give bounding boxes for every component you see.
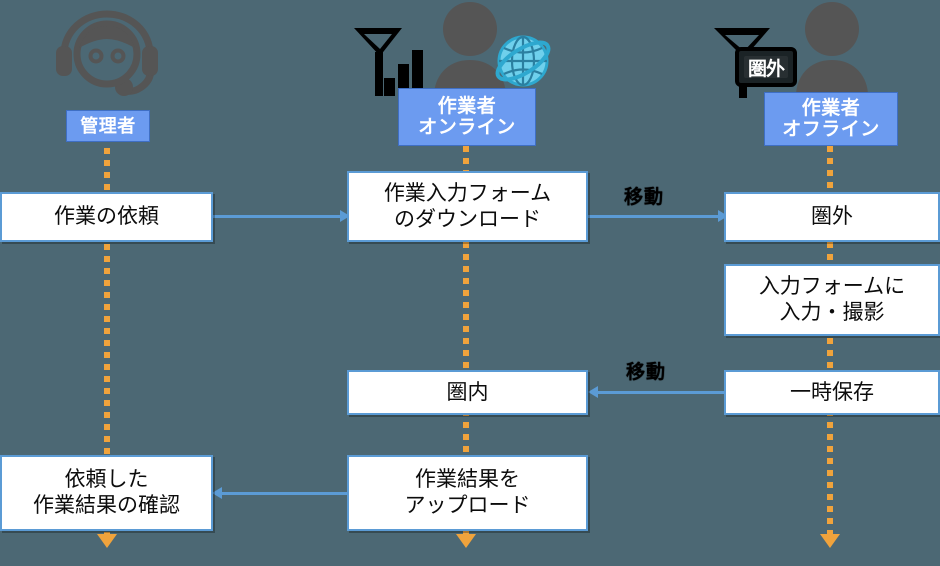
node-confirm-result-label-1: 依頼した [64,468,149,492]
node-fill-form[interactable]: 入力フォームに 入力・撮影 [724,264,940,336]
node-in-range[interactable]: 圏内 [347,370,588,415]
node-confirm-result-label-2: 作業結果の確認 [33,494,180,517]
antenna-signal-bars-icon [352,22,430,98]
node-upload-result[interactable]: 作業結果を アップロード [347,455,588,531]
headset-operator-icon [48,2,166,98]
node-download-form[interactable]: 作業入力フォーム のダウンロード [347,171,588,242]
node-in-range-label: 圏内 [446,380,489,404]
connector-tempsave-to-inrange-arrowhead [588,386,598,398]
person-icon-offline [790,2,874,96]
node-fill-form-label-1: 入力フォームに [758,275,906,299]
node-temp-save[interactable]: 一時保存 [724,370,940,415]
connector-label-move-top: 移動 [624,187,665,208]
lane-badge-worker-offline-label-1: 作業者 [801,97,861,119]
connector-download-to-outofrange [588,215,724,218]
globe-internet-icon [492,30,554,92]
out-of-range-sign-label: 圏外 [747,58,785,80]
node-request-label: 作業の依頼 [54,205,159,229]
lifeline-worker-offline-arrowhead [820,534,840,548]
person-icon [428,2,512,96]
node-upload-result-label-1: 作業結果を [415,468,520,492]
connector-download-to-outofrange-arrowhead [718,210,728,222]
node-fill-form-label-2: 入力・撮影 [779,301,885,324]
lifeline-worker-offline [827,146,833,534]
out-of-range-sign-icon [735,47,797,87]
node-upload-result-label-2: アップロード [404,494,531,517]
lane-badge-admin-label: 管理者 [80,115,136,136]
lifeline-admin-arrowhead [97,534,117,548]
lane-badge-admin[interactable]: 管理者 [66,110,150,142]
connector-request-to-download [213,215,345,218]
connector-upload-to-confirm-arrowhead [212,487,222,499]
lane-badge-worker-online[interactable]: 作業者 オンライン [398,88,536,146]
lifeline-worker-online [463,146,469,534]
connector-tempsave-to-inrange [596,391,724,394]
node-download-form-label-1: 作業入力フォーム [383,181,552,205]
node-out-of-range[interactable]: 圏外 [724,192,940,242]
node-confirm-result[interactable]: 依頼した 作業結果の確認 [0,455,213,531]
out-of-range-sign-text: 圏外 [735,47,797,87]
node-temp-save-label: 一時保存 [790,380,874,404]
lane-badge-worker-online-label-2: オンライン [418,117,516,138]
connector-upload-to-confirm [221,492,347,495]
node-download-form-label-2: のダウンロード [394,207,541,231]
lane-badge-worker-online-label-1: 作業者 [437,95,497,117]
node-out-of-range-label: 圏外 [811,205,853,229]
lifeline-worker-online-arrowhead [456,534,476,548]
lane-badge-worker-offline-label-2: オフライン [782,119,880,140]
connector-label-move-mid: 移動 [626,362,667,383]
connector-request-to-download-arrowhead [340,210,350,222]
lifeline-admin [104,148,110,534]
lane-badge-worker-offline[interactable]: 作業者 オフライン [764,92,898,146]
node-request[interactable]: 作業の依頼 [0,192,213,242]
